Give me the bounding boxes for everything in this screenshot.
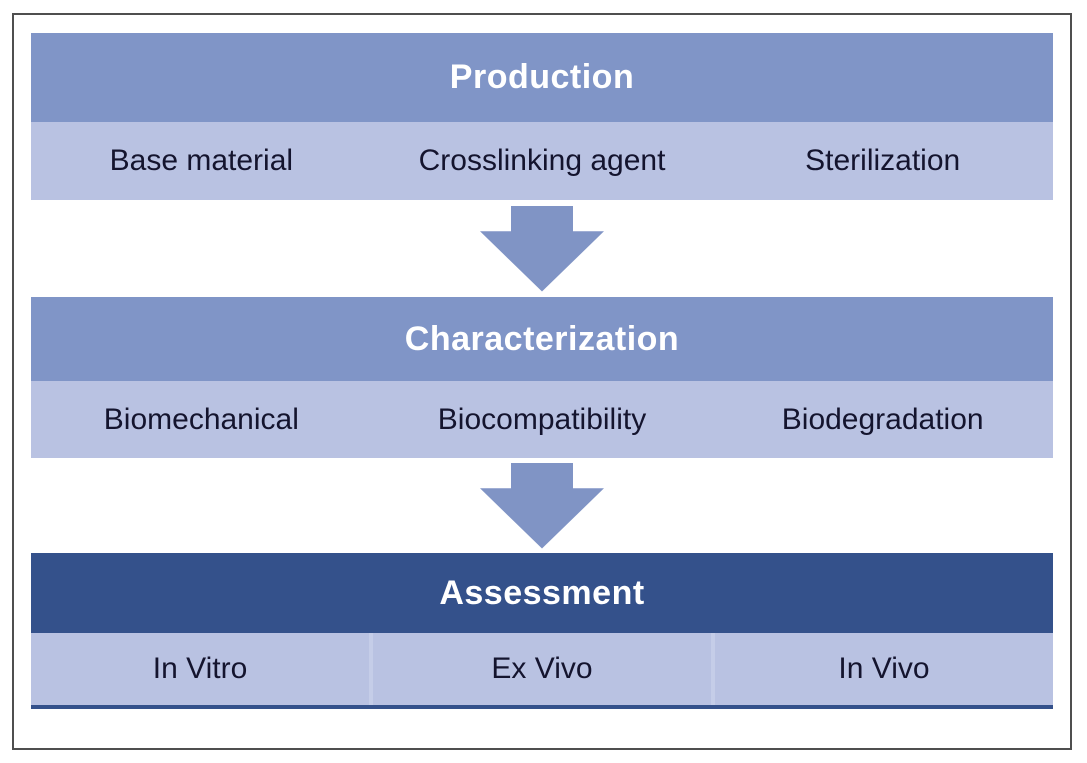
section-production: Production Base material Crosslinking ag…	[31, 33, 1053, 200]
characterization-header: Characterization	[31, 297, 1053, 381]
down-arrow-icon	[480, 205, 604, 292]
down-arrow-icon	[480, 462, 604, 549]
section-assessment: Assessment In Vitro Ex Vivo In Vivo	[31, 553, 1053, 709]
cell-biomechanical: Biomechanical	[103, 402, 299, 436]
cell-biocompatibility: Biocompatibility	[437, 402, 647, 436]
arrow-gap-2	[31, 458, 1053, 553]
section-characterization: Characterization Biomechanical Biocompat…	[31, 297, 1053, 458]
cell-in-vitro: In Vitro	[152, 652, 248, 685]
assessment-items-row: In Vitro Ex Vivo In Vivo	[31, 633, 1053, 709]
assessment-header: Assessment	[31, 553, 1053, 633]
cell-base-material: Base material	[109, 144, 294, 177]
production-header: Production	[31, 33, 1053, 122]
cell-biodegradation: Biodegradation	[781, 402, 984, 436]
diagram-content: Production Base material Crosslinking ag…	[31, 33, 1053, 709]
diagram-frame: Production Base material Crosslinking ag…	[12, 13, 1072, 750]
cell-ex-vivo: Ex Vivo	[369, 633, 711, 705]
cell-crosslinking-agent: Crosslinking agent	[418, 144, 666, 177]
cell-in-vivo: In Vivo	[711, 633, 1053, 705]
cell-sterilization: Sterilization	[805, 144, 961, 177]
characterization-items-row: Biomechanical Biocompatibility Biodegrad…	[31, 381, 1053, 458]
production-items-row: Base material Crosslinking agent Sterili…	[31, 122, 1053, 200]
arrow-gap-1	[31, 200, 1053, 297]
